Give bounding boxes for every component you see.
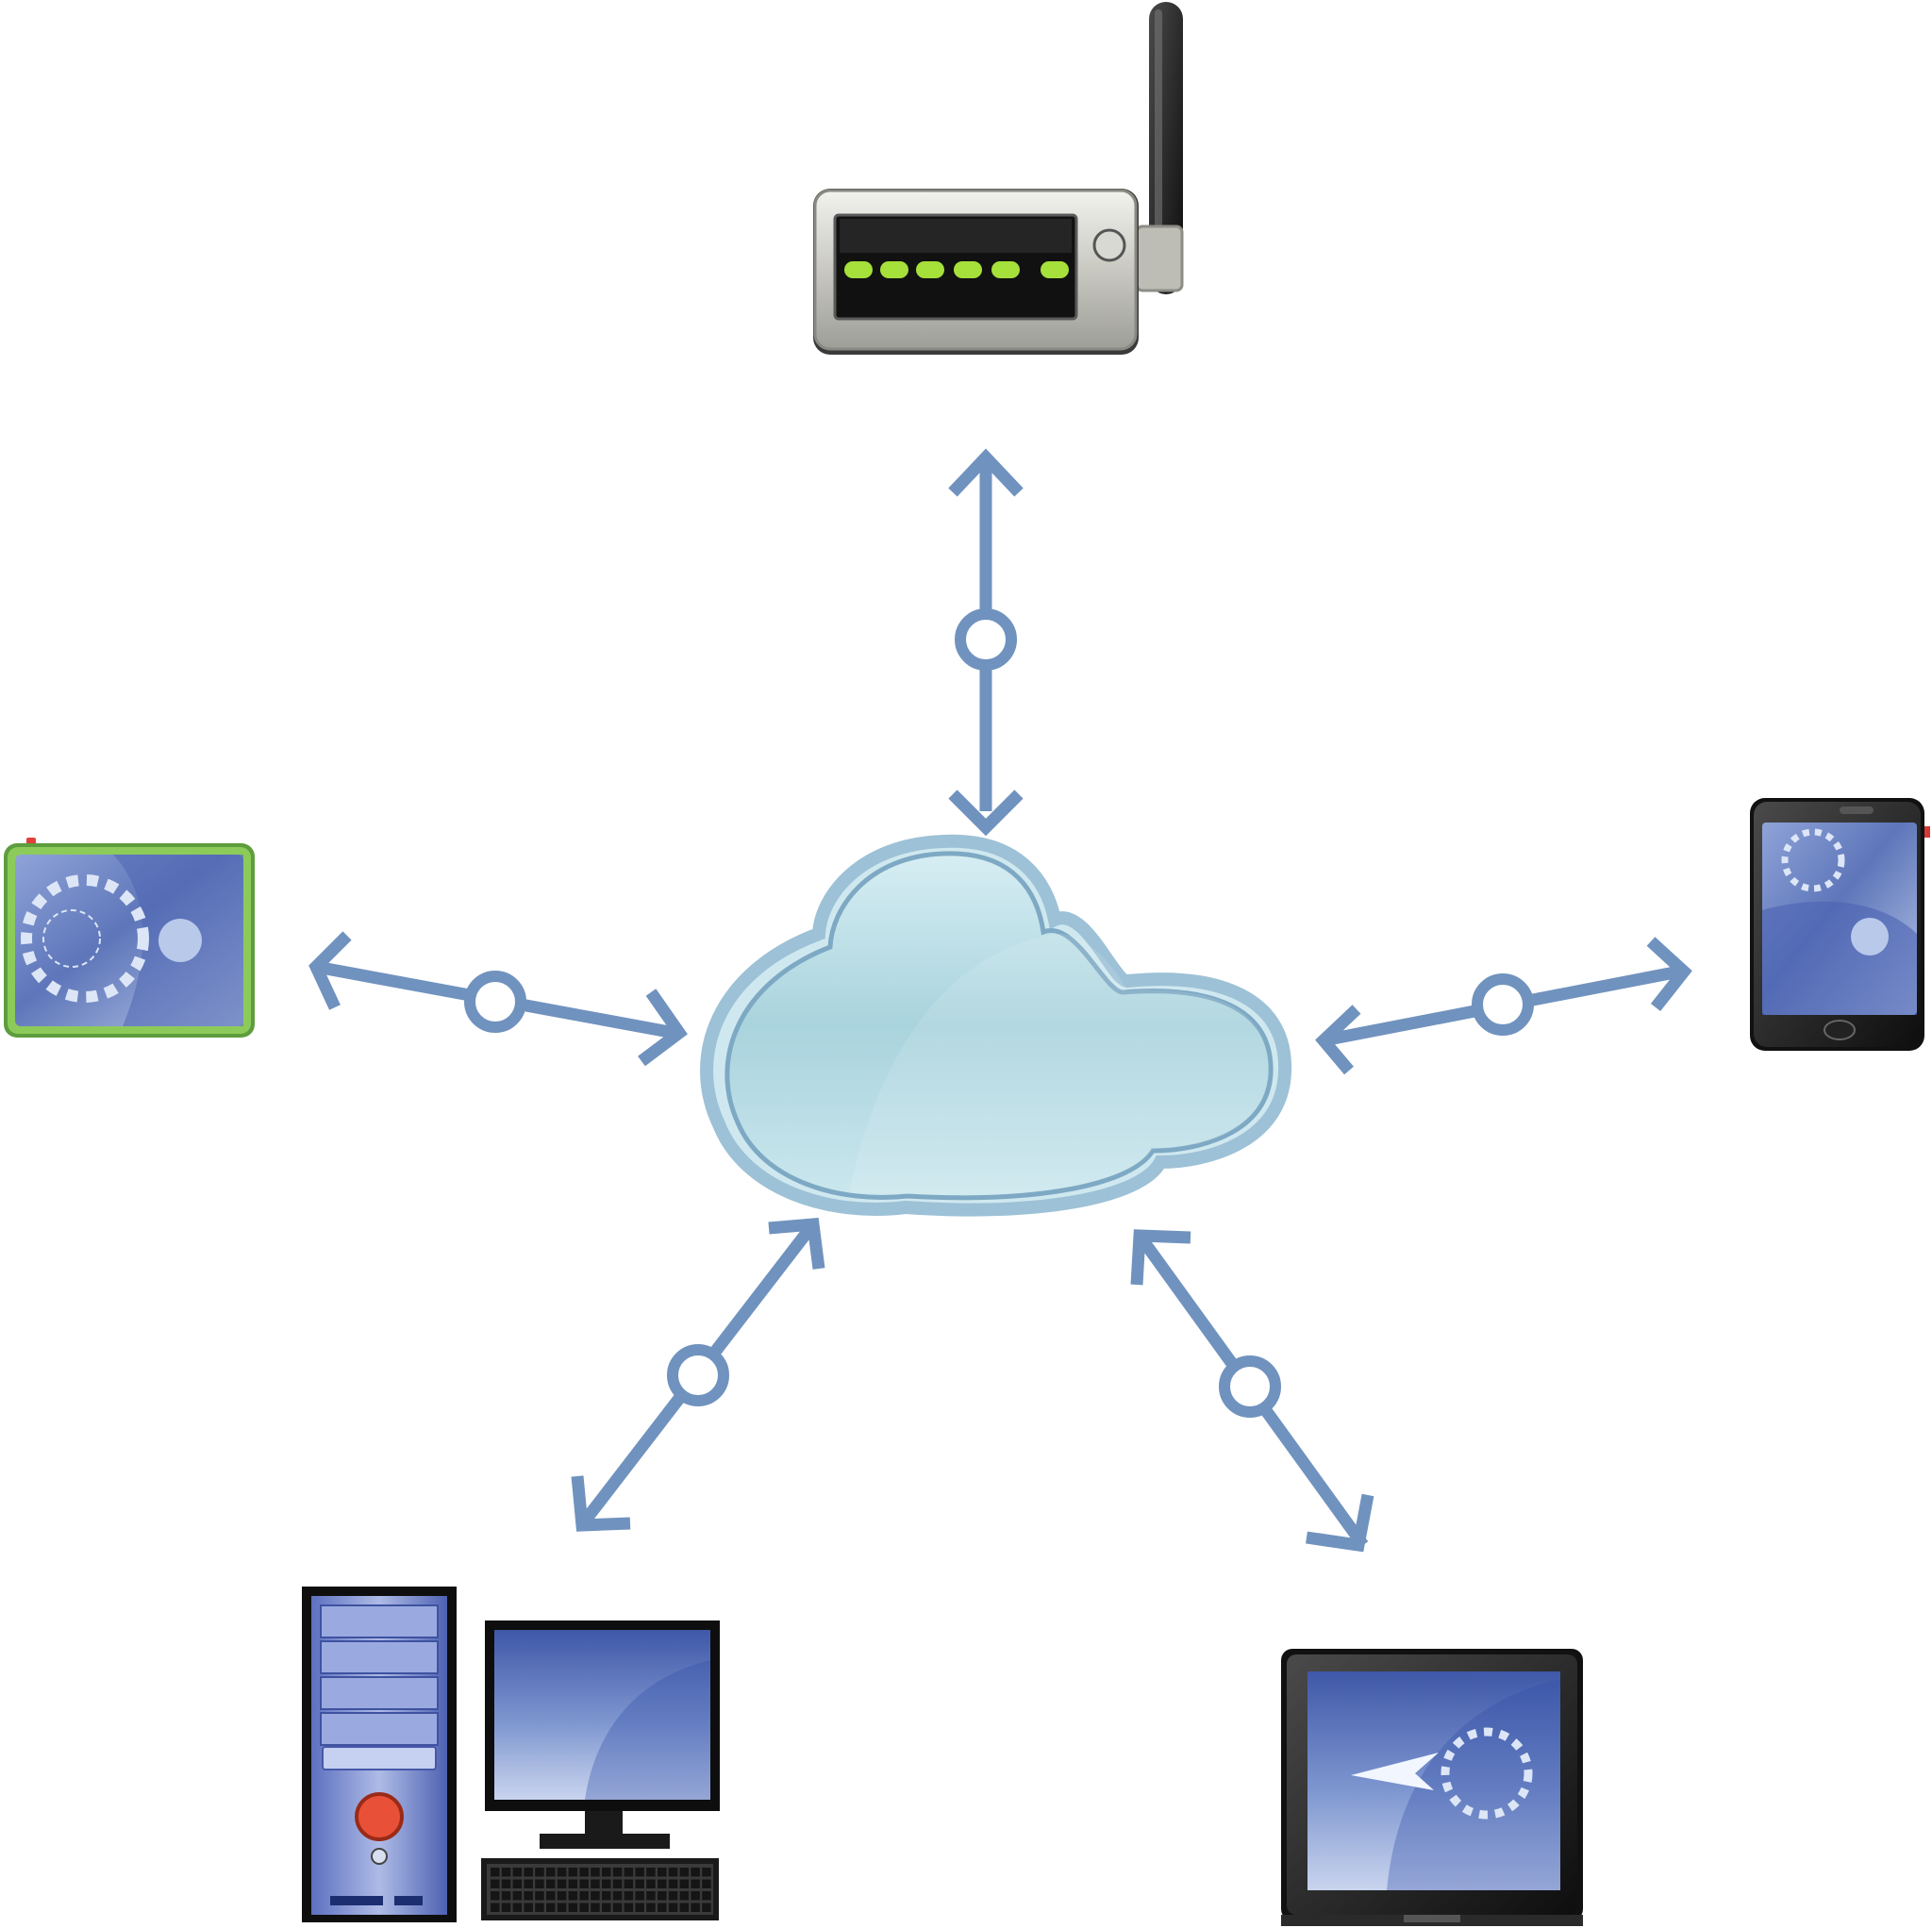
keyboard-key xyxy=(679,1879,690,1888)
connectors xyxy=(308,448,1692,1553)
keyboard-key xyxy=(602,1879,611,1888)
keyboard-key xyxy=(679,1868,690,1877)
smartphone-icon xyxy=(1750,798,1930,1051)
keyboard-key xyxy=(568,1868,578,1877)
keyboard-key xyxy=(612,1868,623,1877)
keyboard-key xyxy=(612,1903,623,1912)
computer-monitor xyxy=(485,1621,720,1849)
keyboard-key xyxy=(512,1891,523,1901)
keyboard-key xyxy=(602,1868,611,1877)
keyboard-key xyxy=(557,1879,567,1888)
keyboard-key xyxy=(557,1891,567,1901)
keyboard-key xyxy=(501,1879,511,1888)
keyboard-key xyxy=(691,1891,700,1901)
keyboard-key xyxy=(512,1879,523,1888)
keyboard-key xyxy=(591,1891,600,1901)
keyboard-key xyxy=(568,1891,578,1901)
keyboard-key xyxy=(658,1868,667,1877)
keyboard-key xyxy=(501,1903,511,1912)
keyboard-key xyxy=(658,1891,667,1901)
link-cloud-desktop xyxy=(571,1217,825,1532)
keyboard-key xyxy=(491,1903,500,1912)
keyboard-key xyxy=(579,1891,589,1901)
keyboard-key xyxy=(668,1903,678,1912)
keyboard-key xyxy=(624,1891,634,1901)
keyboard-key xyxy=(624,1879,634,1888)
keyboard-key xyxy=(646,1891,656,1901)
keyboard-key xyxy=(579,1879,589,1888)
wireless-router-icon xyxy=(813,2,1184,355)
keyboard-key xyxy=(658,1903,667,1912)
keyboard-key xyxy=(668,1891,678,1901)
keyboard-key xyxy=(646,1879,656,1888)
keyboard-key xyxy=(546,1903,556,1912)
keyboard-key xyxy=(557,1868,567,1877)
keyboard-key xyxy=(535,1879,544,1888)
keyboard-key xyxy=(591,1879,600,1888)
keyboard-key xyxy=(546,1879,556,1888)
cloud-icon xyxy=(700,834,1292,1217)
keyboard-key xyxy=(524,1903,533,1912)
keyboard-key xyxy=(579,1868,589,1877)
keyboard-key xyxy=(535,1868,544,1877)
computer-keyboard xyxy=(481,1858,719,1920)
keyboard-key xyxy=(702,1903,711,1912)
keyboard-key xyxy=(491,1868,500,1877)
keyboard-key xyxy=(546,1868,556,1877)
keyboard-key xyxy=(557,1903,567,1912)
keyboard-key xyxy=(646,1868,656,1877)
keyboard-key xyxy=(579,1903,589,1912)
keyboard-key xyxy=(635,1879,644,1888)
keyboard-key xyxy=(491,1879,500,1888)
keyboard-key xyxy=(624,1868,634,1877)
keyboard-key xyxy=(635,1891,644,1901)
laptop-icon xyxy=(1281,1649,1583,1926)
keyboard-key xyxy=(668,1879,678,1888)
router-leds xyxy=(844,261,1069,278)
keyboard-key xyxy=(591,1868,600,1877)
desktop-computer-icon xyxy=(302,1587,720,1922)
keyboard-key xyxy=(512,1868,523,1877)
keyboard-key xyxy=(646,1903,656,1912)
tablet-icon xyxy=(4,838,255,1038)
keyboard-key xyxy=(501,1868,511,1877)
keyboard-key xyxy=(635,1868,644,1877)
keyboard-key xyxy=(568,1879,578,1888)
link-cloud-router xyxy=(948,448,1024,837)
keyboard-key xyxy=(602,1891,611,1901)
link-cloud-smartphone xyxy=(1315,937,1692,1075)
keyboard-key xyxy=(658,1879,667,1888)
keyboard-key xyxy=(535,1891,544,1901)
keyboard-key xyxy=(512,1903,523,1912)
keyboard-key xyxy=(501,1891,511,1901)
keyboard-key xyxy=(624,1903,634,1912)
keyboard-key xyxy=(491,1891,500,1901)
keyboard-key xyxy=(668,1868,678,1877)
keyboard-key xyxy=(524,1879,533,1888)
keyboard-key xyxy=(702,1879,711,1888)
keyboard-key xyxy=(568,1903,578,1912)
keyboard-key xyxy=(691,1879,700,1888)
keyboard-key xyxy=(679,1903,690,1912)
keyboard-key xyxy=(546,1891,556,1901)
keyboard-key xyxy=(702,1868,711,1877)
keyboard-key xyxy=(612,1891,623,1901)
keyboard-key xyxy=(691,1903,700,1912)
keyboard-key xyxy=(635,1903,644,1912)
link-cloud-tablet xyxy=(308,931,688,1067)
keyboard-key xyxy=(591,1903,600,1912)
keyboard-key xyxy=(679,1891,690,1901)
link-cloud-laptop xyxy=(1130,1229,1374,1553)
keyboard-key xyxy=(702,1891,711,1901)
keyboard-key xyxy=(602,1903,611,1912)
keyboard-key xyxy=(524,1891,533,1901)
keyboard-key xyxy=(612,1879,623,1888)
keyboard-key xyxy=(524,1868,533,1877)
keyboard-key xyxy=(535,1903,544,1912)
computer-tower xyxy=(302,1587,457,1922)
keyboard-key xyxy=(691,1868,700,1877)
